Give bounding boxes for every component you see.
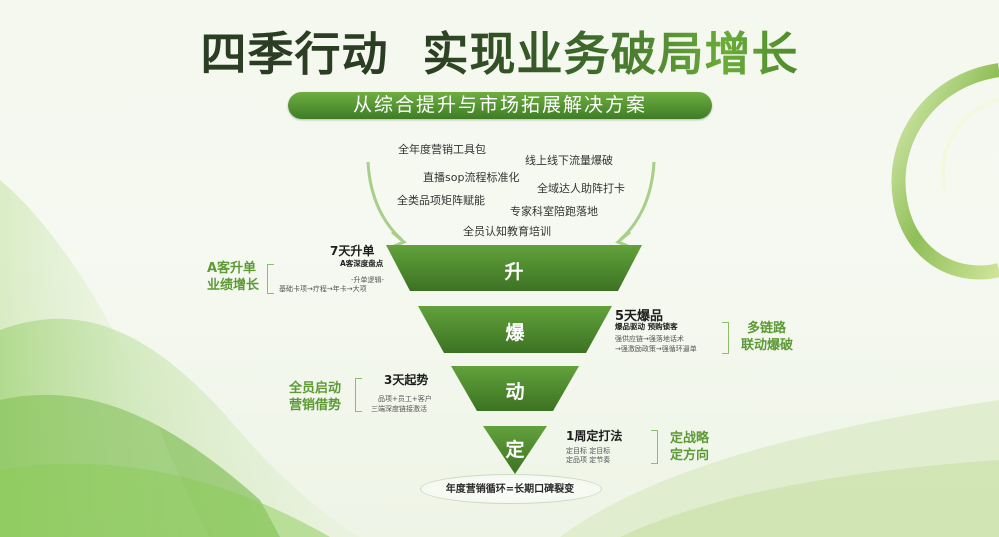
tier-label: 升 (504, 261, 524, 283)
footer-caption: 年度营销循环=长期口碑裂变 (445, 484, 575, 495)
tier-label: 爆 (505, 322, 525, 344)
left-curved-arrow-icon (366, 161, 407, 248)
title-part2: 实现业务破局增长 (422, 27, 799, 81)
tier-heading: 1周定打法 (566, 429, 623, 443)
subtitle-banner: 从综合提升与市场拓展解决方案 (288, 92, 712, 119)
funnel-tier-dong: 动 (451, 366, 579, 411)
tier-side-label: A客升单业绩增长 (207, 261, 260, 293)
tier-label: 动 (505, 381, 525, 403)
title-part1: 四季行动 (200, 27, 389, 81)
funnel-tier-bao: 爆 (418, 306, 612, 353)
tier-subheading: A客深度盘点 (340, 259, 384, 268)
keyword: 直播sop流程标准化 (423, 171, 520, 184)
bracket (355, 378, 362, 412)
tier-side-label: 多链路联动爆破 (741, 321, 794, 353)
funnel-tier-ding: 定 (483, 426, 547, 474)
tier-label: 定 (505, 439, 525, 461)
tier-heading: 7天升单 (330, 244, 375, 258)
tier-detail: 三端深度链接激活 (371, 405, 427, 413)
footer-ellipse (420, 474, 602, 504)
bracket (651, 430, 658, 464)
page-title: 四季行动 实现业务破局增长 (0, 26, 999, 82)
keyword: 全年度营销工具包 (398, 143, 486, 156)
bracket (267, 264, 274, 294)
bracket (722, 322, 729, 354)
tier-detail: 基础卡项→疗程→年卡→大项 (279, 285, 367, 293)
keyword: 专家科室陪跑落地 (510, 205, 598, 218)
tier-heading: 3天起势 (384, 373, 429, 387)
funnel-tier-sheng: 升 (386, 245, 642, 291)
keyword: 全类品项矩阵赋能 (397, 194, 485, 207)
keyword: 全员认知教育培训 (463, 225, 551, 238)
right-curved-arrow-icon (615, 161, 656, 248)
tier-side-label: 全员启动营销借势 (289, 381, 342, 413)
keyword: 全域达人助阵打卡 (537, 182, 625, 195)
keyword: 线上线下流量爆破 (525, 154, 613, 167)
tier-subheading: 爆品驱动 预购锁客 (615, 322, 678, 331)
tier-heading: 5天爆品 (615, 309, 664, 324)
tier-detail: →强激励政策→强循环逼单 (615, 345, 697, 353)
tier-detail: 定品项 定节奏 (566, 456, 611, 464)
tier-detail: -升单逻辑- (351, 276, 385, 284)
tier-detail: 定目标 定目标 (566, 447, 611, 455)
tier-detail: 品项+员工+客户 (378, 395, 432, 403)
tier-detail: 强供应链→强落地话术 (615, 335, 684, 343)
tier-side-label: 定战略定方向 (670, 431, 710, 463)
